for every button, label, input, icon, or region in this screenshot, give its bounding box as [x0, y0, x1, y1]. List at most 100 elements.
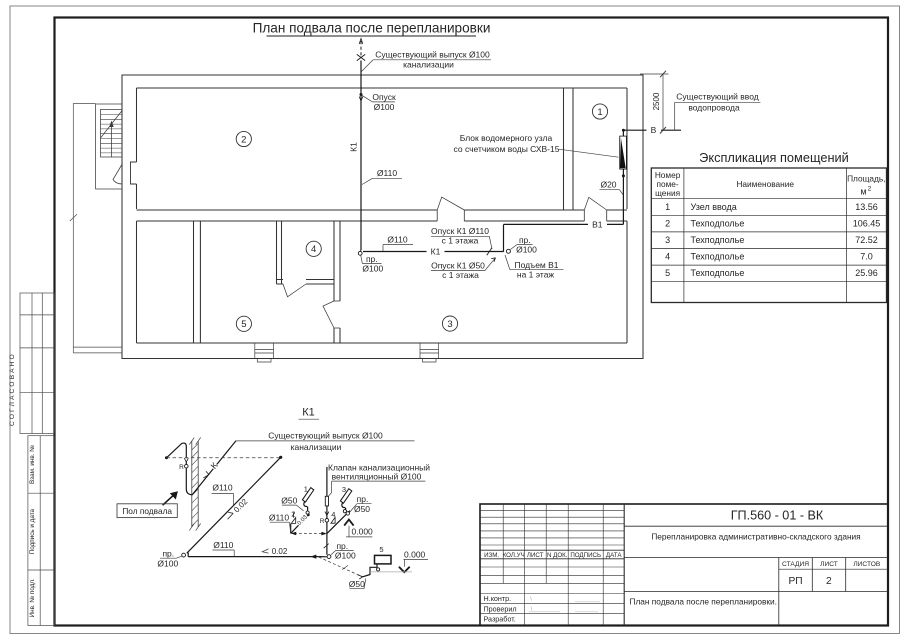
door-room1: [583, 196, 607, 211]
cell-area: 72.52: [855, 235, 878, 245]
podp-label: Подпись и дата: [29, 508, 36, 554]
signature-marks: [529, 596, 600, 613]
sheet-frame: [9, 5, 900, 634]
label-k1-horiz: К1: [431, 247, 441, 257]
level-b-mark: [398, 566, 411, 574]
stage-table-labels: СТАДИЯ ЛИСТ ЛИСТОВ: [782, 561, 881, 568]
role-razrab: Разработ.: [484, 614, 516, 623]
axon-d110-main: Ø110: [213, 540, 233, 550]
th-area-unit: м: [860, 187, 866, 197]
floor-arrow-head: [169, 491, 178, 500]
room-number-2: 2: [241, 134, 246, 145]
label-drop110-a: Опуск К1 Ø110: [431, 226, 489, 236]
axon-slope-diag: 0.02: [232, 497, 250, 515]
plan-leaders: [360, 59, 624, 271]
cell-num: 3: [665, 235, 670, 245]
role-ncontr: Н.контр.: [484, 594, 512, 603]
room-number-4: 4: [311, 244, 316, 255]
th-name: Наименование: [736, 179, 794, 189]
label-v: В: [651, 125, 657, 135]
col-koluch: КОЛ.УЧ: [503, 552, 525, 559]
stairwell: [95, 103, 123, 190]
axon-leaders: [160, 418, 426, 590]
table-row: 5 Техподполье 25.96: [665, 268, 878, 278]
fixture4-valve: [330, 516, 336, 524]
label-outlet-2: канализации: [403, 59, 454, 69]
th-num-2: поме-: [656, 179, 678, 189]
cell-area: 106.45: [853, 219, 881, 229]
role-proveril: Проверил: [484, 604, 517, 613]
axon-outlet-1: Существующий выпуск Ø100: [268, 431, 383, 441]
label-b1: В1: [592, 219, 603, 229]
sheets-label: ЛИСТОВ: [853, 561, 880, 568]
tick-stack: [323, 543, 330, 549]
table-row: 1 Узел ввода 13.56: [665, 202, 878, 212]
label-riser-k1: К1: [349, 142, 359, 152]
label-pr1: пр.: [366, 254, 378, 264]
th-area-1: Площадь,: [847, 174, 885, 184]
label-pr2: пр.: [519, 235, 531, 245]
margin-labels: СОГЛАСОВАНО Взам. инв. № Подпись и дата …: [9, 352, 36, 617]
axon-f4: 4: [331, 510, 335, 519]
axon-floor-label: Пол подвала: [122, 506, 172, 516]
drop-point: [359, 93, 363, 96]
axon-valve-1: Клапан канализационный: [328, 462, 430, 472]
axon-d50-f5: Ø50: [349, 579, 365, 589]
axon-f1: 1: [304, 484, 308, 493]
fixture3-trap: [341, 502, 347, 510]
col-data: ДАТА: [606, 552, 622, 559]
axon-pr-f3-d: Ø50: [354, 504, 370, 514]
water-meter-box: [619, 135, 627, 170]
title-block: ИЗМ. КОЛ.УЧ ЛИСТ N ДОК. ПОДПИСЬ ДАТА Н.к…: [479, 503, 889, 627]
sheet-title-text: План подвала после перепланировки: [253, 21, 491, 36]
inv-label: Инв. № подл.: [29, 578, 36, 617]
axon-r-stack: R: [320, 518, 325, 525]
room-number-5: 5: [241, 319, 246, 330]
axon-wall: [189, 437, 201, 531]
col-izm: ИЗМ.: [484, 552, 499, 559]
cell-num: 4: [665, 252, 670, 262]
label-riser-d110: Ø110: [377, 168, 397, 178]
flow-arrow-left: [183, 458, 189, 463]
axon-f2: 2: [291, 509, 295, 518]
table-row: 3 Техподполье 72.52: [665, 235, 878, 245]
door-room5-3: [322, 300, 335, 329]
axon-outlet-2: канализации: [291, 442, 342, 452]
basement-windows: [254, 343, 439, 363]
stage-label: СТАДИЯ: [782, 561, 809, 568]
drop-arrow: [358, 96, 364, 103]
flow-arrow-stack: [324, 511, 330, 517]
label-meter-2: со счетчиком воды СХВ-15: [454, 144, 560, 154]
label-rise-1: Подъем В1: [514, 260, 558, 270]
label-drop-2: Ø100: [374, 102, 395, 112]
cleanout-circle-1: [357, 250, 363, 256]
project-name: Перепланировка административно-складског…: [651, 532, 860, 542]
fixture5-symbol: [373, 554, 392, 565]
cell-name: Техподполье: [691, 252, 745, 262]
dim-2500: [640, 70, 761, 134]
axon-level-a: 0.000: [352, 527, 374, 537]
arrow-drop50: [491, 257, 496, 262]
room-table-rows: 1 Узел ввода 13.56 2 Техподполье 106.45 …: [665, 202, 880, 278]
label-drop50-b: с 1 этажа: [442, 270, 479, 280]
axon-pr-stack-d: Ø100: [335, 550, 356, 560]
tick-f5: [341, 565, 349, 570]
col-podpis: ПОДПИСЬ: [570, 552, 601, 559]
th-num-1: Номер: [655, 170, 681, 180]
axon-pr-left: пр.: [162, 548, 174, 558]
label-inlet-1: Существующий ввод: [676, 92, 758, 102]
label-d110-horiz: Ø110: [387, 234, 407, 244]
room-number-1: 1: [597, 107, 602, 118]
arrow-f5: [357, 574, 363, 580]
water-meter-symbol: [619, 137, 626, 169]
door-room2: [436, 196, 465, 211]
axon-d110-f2: Ø110: [269, 512, 289, 522]
axon-slope-main: 0.02: [272, 547, 288, 556]
room-marker-1: 1: [591, 103, 609, 120]
axon-f5: 5: [379, 545, 383, 554]
cell-area: 13.56: [855, 202, 878, 212]
th-area-sup: 2: [868, 186, 872, 193]
room-marker-4: 4: [305, 240, 322, 257]
